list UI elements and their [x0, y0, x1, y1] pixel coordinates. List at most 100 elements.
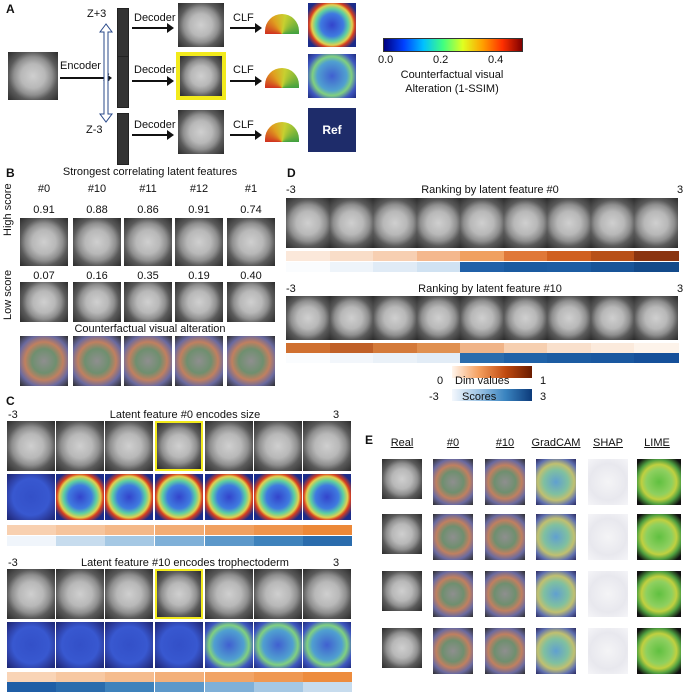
- e-column-header: Real: [390, 437, 414, 449]
- e-gradcam-image: [536, 571, 576, 617]
- input-embryo-image: [8, 52, 58, 100]
- d2-embryo: [547, 296, 591, 340]
- d2-embryo: [590, 296, 634, 340]
- c1-dim-strip: [254, 525, 303, 535]
- d1-embryo: [416, 198, 460, 248]
- panel-label-d: D: [287, 166, 296, 180]
- dim-label: Dim values: [455, 375, 510, 387]
- e-column-header: SHAP: [593, 437, 623, 449]
- b-alteration-overlay: [20, 336, 68, 386]
- c2-embryo: [303, 569, 351, 619]
- reference-box: Ref: [308, 108, 356, 152]
- b-low-embryo: [124, 282, 172, 322]
- c1-score-strip: [303, 536, 352, 546]
- c2-heatmap: [7, 622, 55, 668]
- b-high-embryo: [73, 218, 121, 266]
- b-high-score: 0.88: [86, 204, 108, 216]
- c2-dim-strip: [105, 672, 154, 682]
- z-plus-label: Z+3: [87, 8, 107, 20]
- c1-dim-strip: [105, 525, 154, 535]
- d2-dim-strip: [590, 343, 635, 353]
- c1-dim-strip: [56, 525, 105, 535]
- d1-score-strip: [373, 262, 418, 272]
- colorbar-label-line2: Alteration (1-SSIM): [405, 83, 499, 95]
- c2-dim-strip: [254, 672, 303, 682]
- d1-embryo: [634, 198, 678, 248]
- c1-score-strip: [7, 536, 56, 546]
- e-gradcam-image: [536, 514, 576, 560]
- colorbar-tick-0: 0.0: [378, 54, 394, 66]
- decoded-embryo-mid-highlighted: [176, 52, 226, 100]
- decoder-arrow-top: [132, 23, 174, 33]
- b-feature-label: #0: [37, 183, 51, 195]
- d1-score-strip: [329, 262, 374, 272]
- panel-label-c: C: [6, 394, 15, 408]
- c2-score-strip: [205, 682, 254, 692]
- b-alteration-title: Counterfactual visual alteration: [74, 323, 226, 335]
- e-gradcam-image: [536, 459, 576, 505]
- d-right-1: 3: [677, 184, 684, 196]
- b-high-embryo: [20, 218, 68, 266]
- e-feature0-image: [433, 628, 473, 674]
- b-high-score: 0.74: [240, 204, 262, 216]
- c2-embryo: [254, 569, 302, 619]
- b-high-score: 0.91: [188, 204, 210, 216]
- d-right-2: 3: [677, 283, 684, 295]
- c1-heatmap: [56, 474, 104, 520]
- decoder-label-bottom: Decoder: [134, 119, 176, 131]
- d1-embryo: [286, 198, 330, 248]
- c2-embryo: [205, 569, 253, 619]
- latent-vector-top: [117, 8, 129, 60]
- e-column-header: #0: [446, 437, 460, 449]
- d1-dim-strip: [373, 251, 418, 261]
- e-feature0-image: [433, 459, 473, 505]
- d2-dim-strip: [634, 343, 679, 353]
- d2-embryo: [286, 296, 330, 340]
- d2-score-strip: [547, 353, 592, 363]
- colorbar-label-line1: Counterfactual visual: [400, 69, 504, 81]
- e-shap-image: [588, 628, 628, 674]
- b-high-embryo: [175, 218, 223, 266]
- d2-embryo: [503, 296, 547, 340]
- e-real-image: [382, 514, 422, 554]
- d2-score-strip: [373, 353, 418, 363]
- b-low-score: 0.19: [188, 270, 210, 282]
- d1-dim-strip: [634, 251, 679, 261]
- b-feature-label: #10: [87, 183, 107, 195]
- c1-embryo: [155, 421, 203, 471]
- c1-heatmap: [105, 474, 153, 520]
- c2-embryo: [7, 569, 55, 619]
- d2-dim-strip: [503, 343, 548, 353]
- b-low-score: 0.35: [137, 270, 159, 282]
- e-feature0-image: [433, 571, 473, 617]
- c1-score-strip: [205, 536, 254, 546]
- c1-score-strip: [155, 536, 204, 546]
- e-column-header: GradCAM: [531, 437, 581, 449]
- d-title-2: Ranking by latent feature #10: [418, 283, 562, 295]
- b-high-embryo: [124, 218, 172, 266]
- encoder-label: Encoder: [60, 60, 101, 72]
- c1-heatmap: [303, 474, 351, 520]
- c-title-1: Latent feature #0 encodes size: [109, 409, 261, 421]
- c1-embryo: [7, 421, 55, 471]
- e-lime-image: [637, 571, 681, 617]
- e-real-image: [382, 571, 422, 611]
- score-min: -3: [429, 391, 439, 403]
- decoder-arrow-mid: [132, 76, 174, 86]
- c2-dim-strip: [56, 672, 105, 682]
- e-feature10-image: [485, 459, 525, 505]
- b-high-score: 0.86: [137, 204, 159, 216]
- panel-label-b: B: [6, 166, 15, 180]
- c2-heatmap: [155, 622, 203, 668]
- c-right-1: 3: [333, 409, 340, 421]
- e-column-header: LIME: [644, 437, 670, 449]
- b-high-embryo: [227, 218, 275, 266]
- d1-score-strip: [503, 262, 548, 272]
- c1-heatmap: [155, 474, 203, 520]
- d2-score-strip: [329, 353, 374, 363]
- d2-dim-strip: [329, 343, 374, 353]
- b-feature-label: #1: [244, 183, 258, 195]
- d-left-2: -3: [286, 283, 296, 295]
- panel-label-a: A: [6, 2, 15, 16]
- c1-dim-strip: [303, 525, 352, 535]
